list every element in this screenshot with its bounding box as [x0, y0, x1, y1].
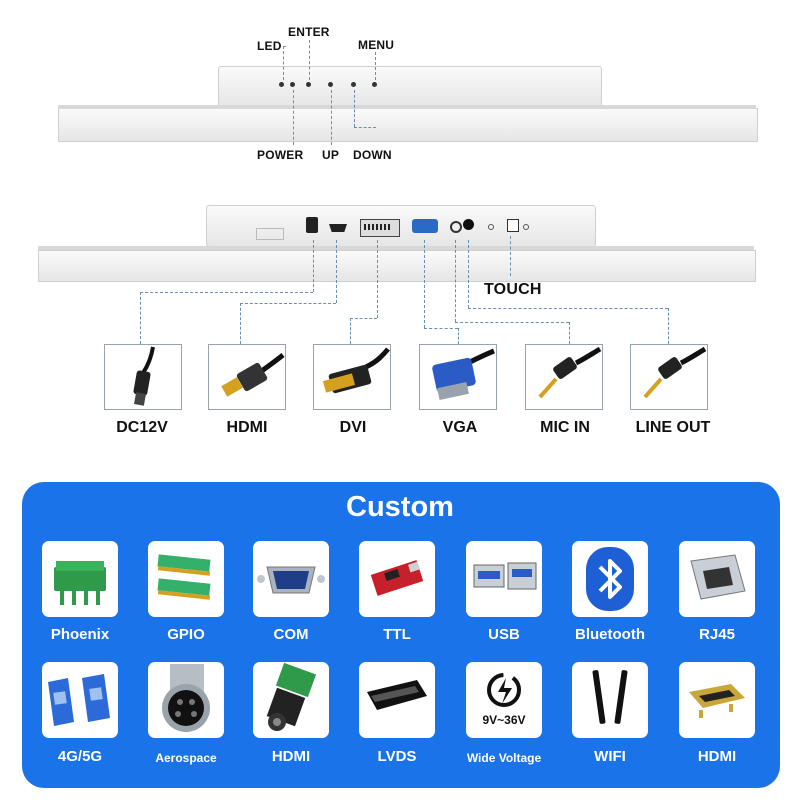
menu-label: MENU	[358, 38, 395, 52]
bluetooth-icon	[586, 547, 634, 611]
enter-label: ENTER	[288, 25, 330, 39]
mic-jack	[450, 221, 462, 233]
down-button[interactable]	[351, 82, 356, 87]
gpio-header-icon	[157, 554, 211, 600]
label-aerospace: Aerospace	[155, 751, 217, 765]
up-label: UP	[322, 148, 340, 162]
card-wide-voltage: 9V~36V	[466, 662, 542, 738]
label-phoenix: Phoenix	[50, 626, 110, 643]
label-hdmi-port: HDMI	[697, 748, 737, 765]
card-wifi	[572, 662, 648, 738]
audio-jack-icon	[643, 346, 707, 399]
hdmi-port	[329, 224, 347, 232]
vga-cable-icon	[432, 348, 495, 400]
label-com: COM	[273, 626, 309, 643]
card-hdmi-adapter	[253, 662, 329, 738]
phoenix-terminal-icon	[54, 561, 106, 605]
label-4g5g: 4G/5G	[57, 748, 103, 765]
label-gpio: GPIO	[167, 626, 205, 643]
label-usb: USB	[488, 626, 520, 643]
wide-voltage-icon: 9V~36V	[482, 673, 526, 727]
power-button[interactable]	[290, 82, 295, 87]
card-aerospace	[148, 662, 224, 738]
label-rj45: RJ45	[699, 626, 735, 643]
card-4g5g	[42, 662, 118, 738]
card-lvds	[359, 662, 435, 738]
up-button[interactable]	[328, 82, 333, 87]
hdmi-cable-icon	[221, 353, 285, 397]
port-thumb-line-out	[630, 344, 708, 410]
audio-jack-icon	[538, 346, 602, 399]
wide-voltage-range: 9V~36V	[482, 713, 525, 727]
label-wide-voltage: Wide Voltage	[466, 751, 542, 765]
dc-power-plug-icon	[133, 346, 155, 406]
led-indicator	[279, 82, 284, 87]
down-label: DOWN	[353, 148, 392, 162]
power-label: POWER	[257, 148, 304, 162]
label-ttl: TTL	[383, 626, 411, 643]
port-thumb-dc12v	[104, 344, 182, 410]
port-thumb-hdmi	[208, 344, 286, 410]
card-gpio	[148, 541, 224, 617]
card-ttl	[359, 541, 435, 617]
port-label-hdmi: HDMI	[226, 419, 268, 436]
menu-button[interactable]	[372, 82, 377, 87]
port-thumb-mic-in	[525, 344, 603, 410]
hdmi-adapter-icon	[266, 662, 317, 731]
port-label-dvi: DVI	[339, 419, 367, 436]
lvds-connector-icon	[367, 680, 427, 710]
hdmi-port-icon	[689, 684, 745, 718]
line-out-jack	[463, 219, 474, 230]
port-label-vga: VGA	[442, 419, 478, 436]
port-label-dc12v: DC12V	[116, 419, 168, 436]
port-label-line-out: LINE OUT	[635, 419, 711, 436]
label-wifi: WIFI	[594, 748, 626, 765]
card-rj45	[679, 541, 755, 617]
led-label: LED	[257, 39, 282, 53]
dvi-cable-icon	[322, 347, 390, 394]
wifi-antenna-icon	[592, 670, 628, 724]
enter-button[interactable]	[306, 82, 311, 87]
aerospace-connector-icon	[162, 664, 210, 732]
vga-port	[412, 219, 438, 233]
com-port-icon	[257, 566, 325, 594]
screw-a	[488, 224, 494, 230]
custom-title: Custom	[346, 491, 454, 523]
card-phoenix	[42, 541, 118, 617]
rj45-port-icon	[690, 554, 746, 600]
card-bluetooth	[572, 541, 648, 617]
ttl-board-icon	[370, 560, 424, 596]
sim-card-icon	[48, 674, 110, 726]
card-hdmi-port	[679, 662, 755, 738]
usb-port-icon	[473, 562, 537, 590]
touch-label: TOUCH	[484, 281, 542, 298]
dvi-port	[360, 219, 400, 237]
port-thumb-dvi	[313, 344, 391, 410]
dc-jack	[306, 217, 318, 233]
label-hdmi-adapter: HDMI	[271, 748, 311, 765]
usb-touch-port	[507, 219, 519, 232]
card-com	[253, 541, 329, 617]
label-lvds: LVDS	[377, 748, 417, 765]
port-thumb-vga	[419, 344, 497, 410]
port-label-mic-in: MIC IN	[540, 419, 590, 436]
label-bluetooth: Bluetooth	[575, 626, 645, 643]
card-usb	[466, 541, 542, 617]
screw-b	[523, 224, 529, 230]
